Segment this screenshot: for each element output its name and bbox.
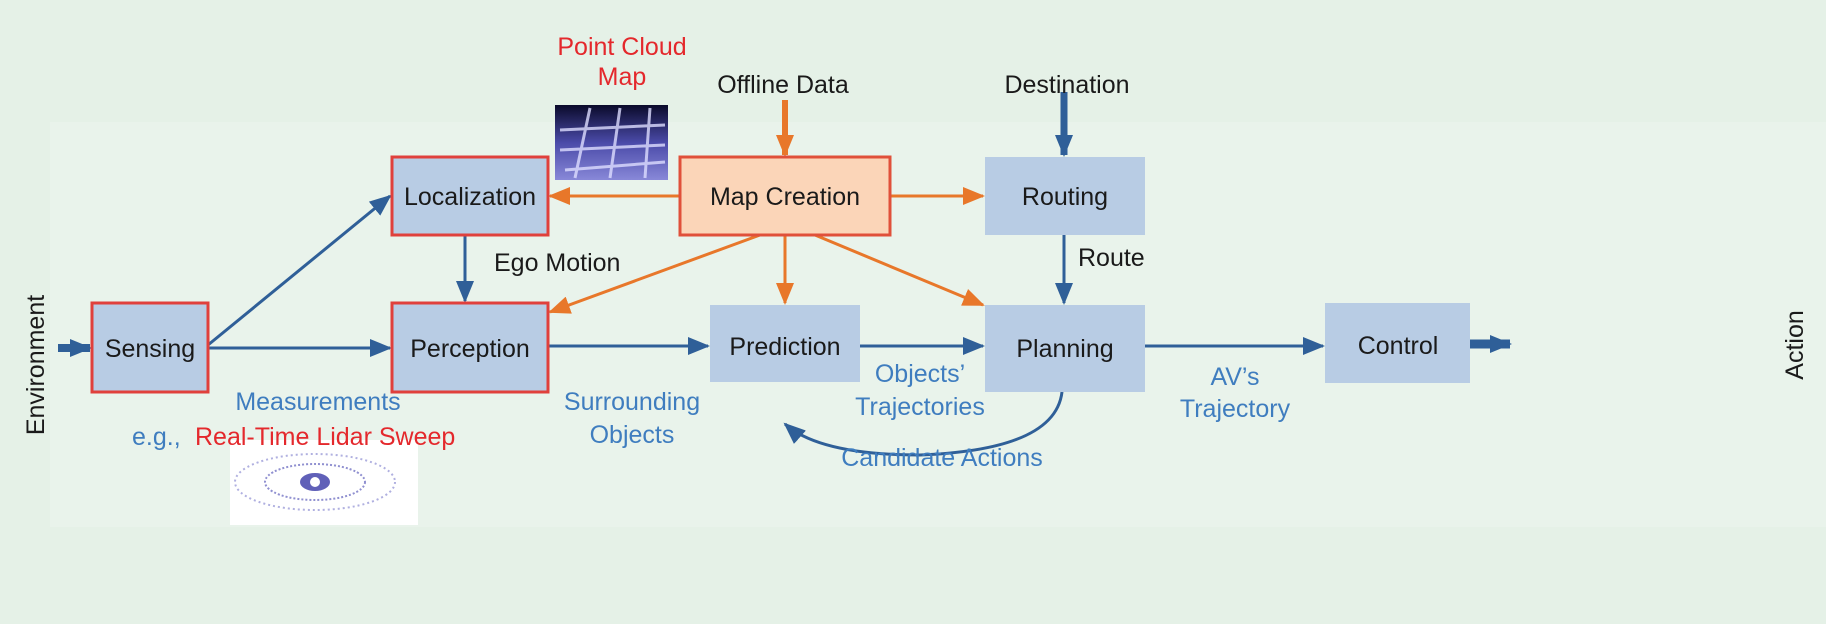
point-cloud-label: Point Cloud bbox=[557, 33, 686, 61]
map-planning-arrow bbox=[814, 233, 985, 307]
node-label: Prediction bbox=[729, 333, 840, 361]
surrounding-objects-label-2: Objects bbox=[590, 421, 675, 449]
node-prediction: Prediction bbox=[710, 305, 860, 382]
node-label: Routing bbox=[1022, 183, 1108, 211]
map-perception-arrow bbox=[548, 233, 761, 314]
node-routing: Routing bbox=[985, 157, 1145, 235]
node-control: Control bbox=[1325, 303, 1470, 383]
eg-label: e.g., bbox=[132, 423, 181, 451]
candidate-actions-label: Candidate Actions bbox=[841, 444, 1043, 472]
surrounding-objects-label: Surrounding bbox=[564, 388, 700, 416]
av-trajectory-label-2: Trajectory bbox=[1180, 395, 1291, 423]
lidar-sweep-image bbox=[230, 440, 418, 525]
lidar-sweep-label: Real-Time Lidar Sweep bbox=[195, 423, 455, 451]
node-label: Sensing bbox=[105, 335, 195, 363]
node-localization: Localization bbox=[390, 155, 550, 237]
sensing-localization-arrow bbox=[207, 194, 392, 347]
node-label: Perception bbox=[410, 335, 530, 363]
ego-motion-label: Ego Motion bbox=[494, 249, 620, 277]
node-label: Map Creation bbox=[710, 183, 860, 211]
objects-trajectories-label-2: Trajectories bbox=[855, 393, 985, 421]
point-cloud-map-image bbox=[555, 105, 668, 180]
av-trajectory-label: AV’s bbox=[1210, 363, 1259, 391]
destination-label: Destination bbox=[1004, 71, 1129, 99]
node-label: Localization bbox=[404, 183, 536, 211]
node-planning: Planning bbox=[985, 305, 1145, 392]
node-label: Control bbox=[1358, 332, 1439, 360]
orange-arrows bbox=[548, 100, 985, 314]
candidate-actions-arrow bbox=[783, 391, 1064, 457]
node-map-creation: Map Creation bbox=[678, 155, 892, 237]
measurements-label: Measurements bbox=[235, 388, 400, 416]
point-cloud-label-2: Map bbox=[598, 63, 647, 91]
node-sensing: Sensing bbox=[90, 301, 210, 394]
blue-arrows bbox=[58, 92, 1512, 457]
node-perception: Perception bbox=[390, 301, 550, 394]
environment-label: Environment bbox=[22, 295, 50, 435]
offline-data-label: Offline Data bbox=[717, 71, 849, 99]
node-label: Planning bbox=[1016, 335, 1113, 363]
action-label: Action bbox=[1781, 310, 1809, 379]
route-label: Route bbox=[1078, 244, 1145, 272]
objects-trajectories-label: Objects’ bbox=[875, 360, 965, 388]
